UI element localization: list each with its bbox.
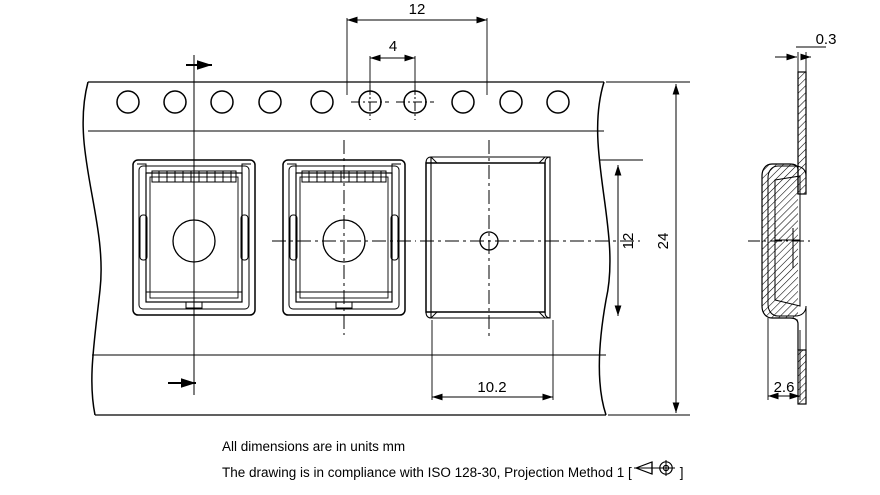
note-projection-text: The drawing is in compliance with ISO 12… [222,464,632,480]
note-projection-suffix: ] [679,464,684,480]
dimension-pocket-pitch: 12 [346,1,488,95]
sprocket-hole-centerlines [351,85,434,120]
sprocket-hole [116,90,140,114]
note-projection: The drawing is in compliance with ISO 12… [222,459,782,485]
first-angle-projection-symbol [633,459,679,485]
dim-label-10-2: 10.2 [477,379,506,396]
dim-label-4-sprocket: 4 [389,38,397,55]
tape-wall-upper [797,71,807,195]
tape-edges [88,81,606,416]
top-view [82,55,640,416]
component-section [774,175,801,307]
break-line-left [82,81,102,416]
sprocket-hole [499,90,523,114]
note-units: All dimensions are in units mm [222,439,406,454]
sprocket-hole [210,90,234,114]
sprocket-hole [546,90,570,114]
dim-label-2-6: 2.6 [774,379,795,396]
drawing-notes: All dimensions are in units mm The drawi… [222,434,782,485]
dimension-sprocket-pitch: 4 [369,38,416,95]
dimension-tape-width: 24 [606,81,690,416]
side-section-view: 0.3 2.6 [748,31,836,405]
dimension-pocket-depth: 2.6 [767,318,801,400]
sprocket-hole [258,90,282,114]
pocket-2-centerlines [272,140,416,335]
dim-label-12-vertical: 12 [620,233,637,250]
dimension-pocket-width: 10.2 [431,320,554,401]
dimension-center-to-edge: 12 [600,159,643,316]
dim-label-0-3: 0.3 [816,31,837,48]
sprocket-hole-row [116,90,570,114]
pocket-3-centerlines [420,140,640,340]
dimension-tape-thickness: 0.3 [775,31,836,72]
tape-wall-lower [797,349,807,405]
dim-label-24: 24 [655,233,672,250]
pocket-3-empty [425,156,551,319]
sprocket-hole [163,90,187,114]
sprocket-hole [451,90,475,114]
sprocket-hole [310,90,334,114]
dim-label-12-pitch: 12 [409,1,426,18]
dimension-group-top: 12 4 10.2 12 24 [346,1,690,416]
break-line-right [596,81,611,416]
